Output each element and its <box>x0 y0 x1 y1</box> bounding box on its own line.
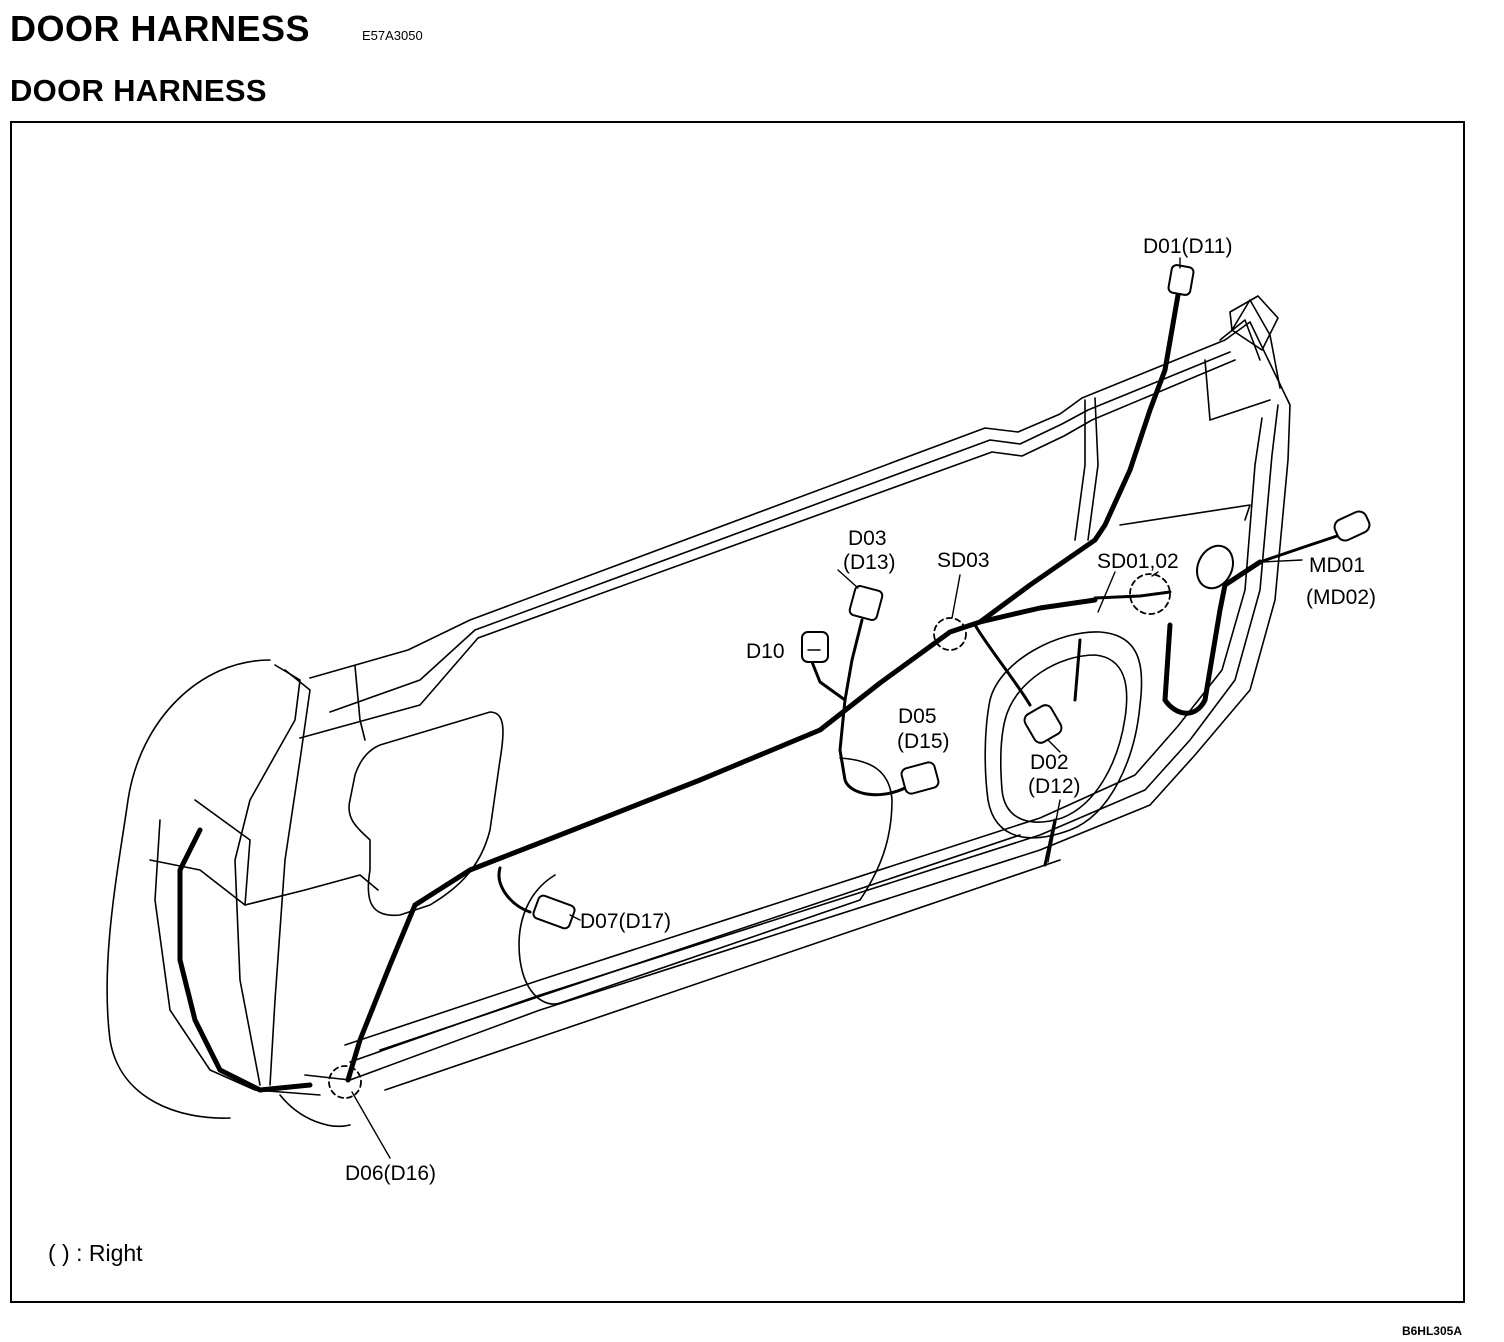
splice-sd03 <box>933 617 967 651</box>
label-d01-d11: D01(D11) <box>1143 235 1233 258</box>
label-d07-d17: D07(D17) <box>580 910 672 933</box>
label-d03: D03 <box>848 527 887 550</box>
label-sd01-02: SD01,02 <box>1097 550 1179 573</box>
harness-branches <box>497 533 1342 914</box>
connector-sd0102-body <box>1196 544 1234 590</box>
connector-d02 <box>1023 704 1063 744</box>
document-code: E57A3050 <box>362 28 423 43</box>
label-sd03: SD03 <box>937 549 990 572</box>
section-title: DOOR HARNESS <box>10 73 267 108</box>
diagram-frame <box>10 121 1465 1303</box>
splice-d06 <box>328 1065 362 1099</box>
splice-marks <box>328 573 1171 1099</box>
connector-d03 <box>848 585 884 621</box>
label-d02: D02 <box>1030 751 1069 774</box>
door-hinge-edge <box>106 659 379 1127</box>
connector-d01 <box>1167 264 1195 296</box>
door-panel-outline <box>299 295 1291 1091</box>
label-d10: D10 <box>746 640 785 663</box>
door-openings <box>348 631 1143 1005</box>
leader-lines <box>351 257 1303 1159</box>
label-d13: (D13) <box>843 551 896 574</box>
label-md02: (MD02) <box>1306 586 1377 609</box>
label-d12: (D12) <box>1028 775 1081 798</box>
connectors <box>532 264 1371 930</box>
legend-note: ( ) : Right <box>48 1240 143 1266</box>
label-d15: (D15) <box>897 730 950 753</box>
connector-d07 <box>532 894 576 930</box>
label-md01: MD01 <box>1309 554 1366 577</box>
connector-d05 <box>900 761 940 795</box>
page-title: DOOR HARNESS <box>10 8 311 49</box>
splice-sd0102 <box>1129 573 1171 615</box>
harness-trunk <box>177 292 1263 1093</box>
label-d05: D05 <box>898 705 937 728</box>
figure-code: B6HL305A <box>1401 1324 1462 1338</box>
connector-d10 <box>801 631 829 663</box>
connector-md01 <box>1333 510 1371 542</box>
label-d06-d16: D06(D16) <box>345 1162 437 1185</box>
